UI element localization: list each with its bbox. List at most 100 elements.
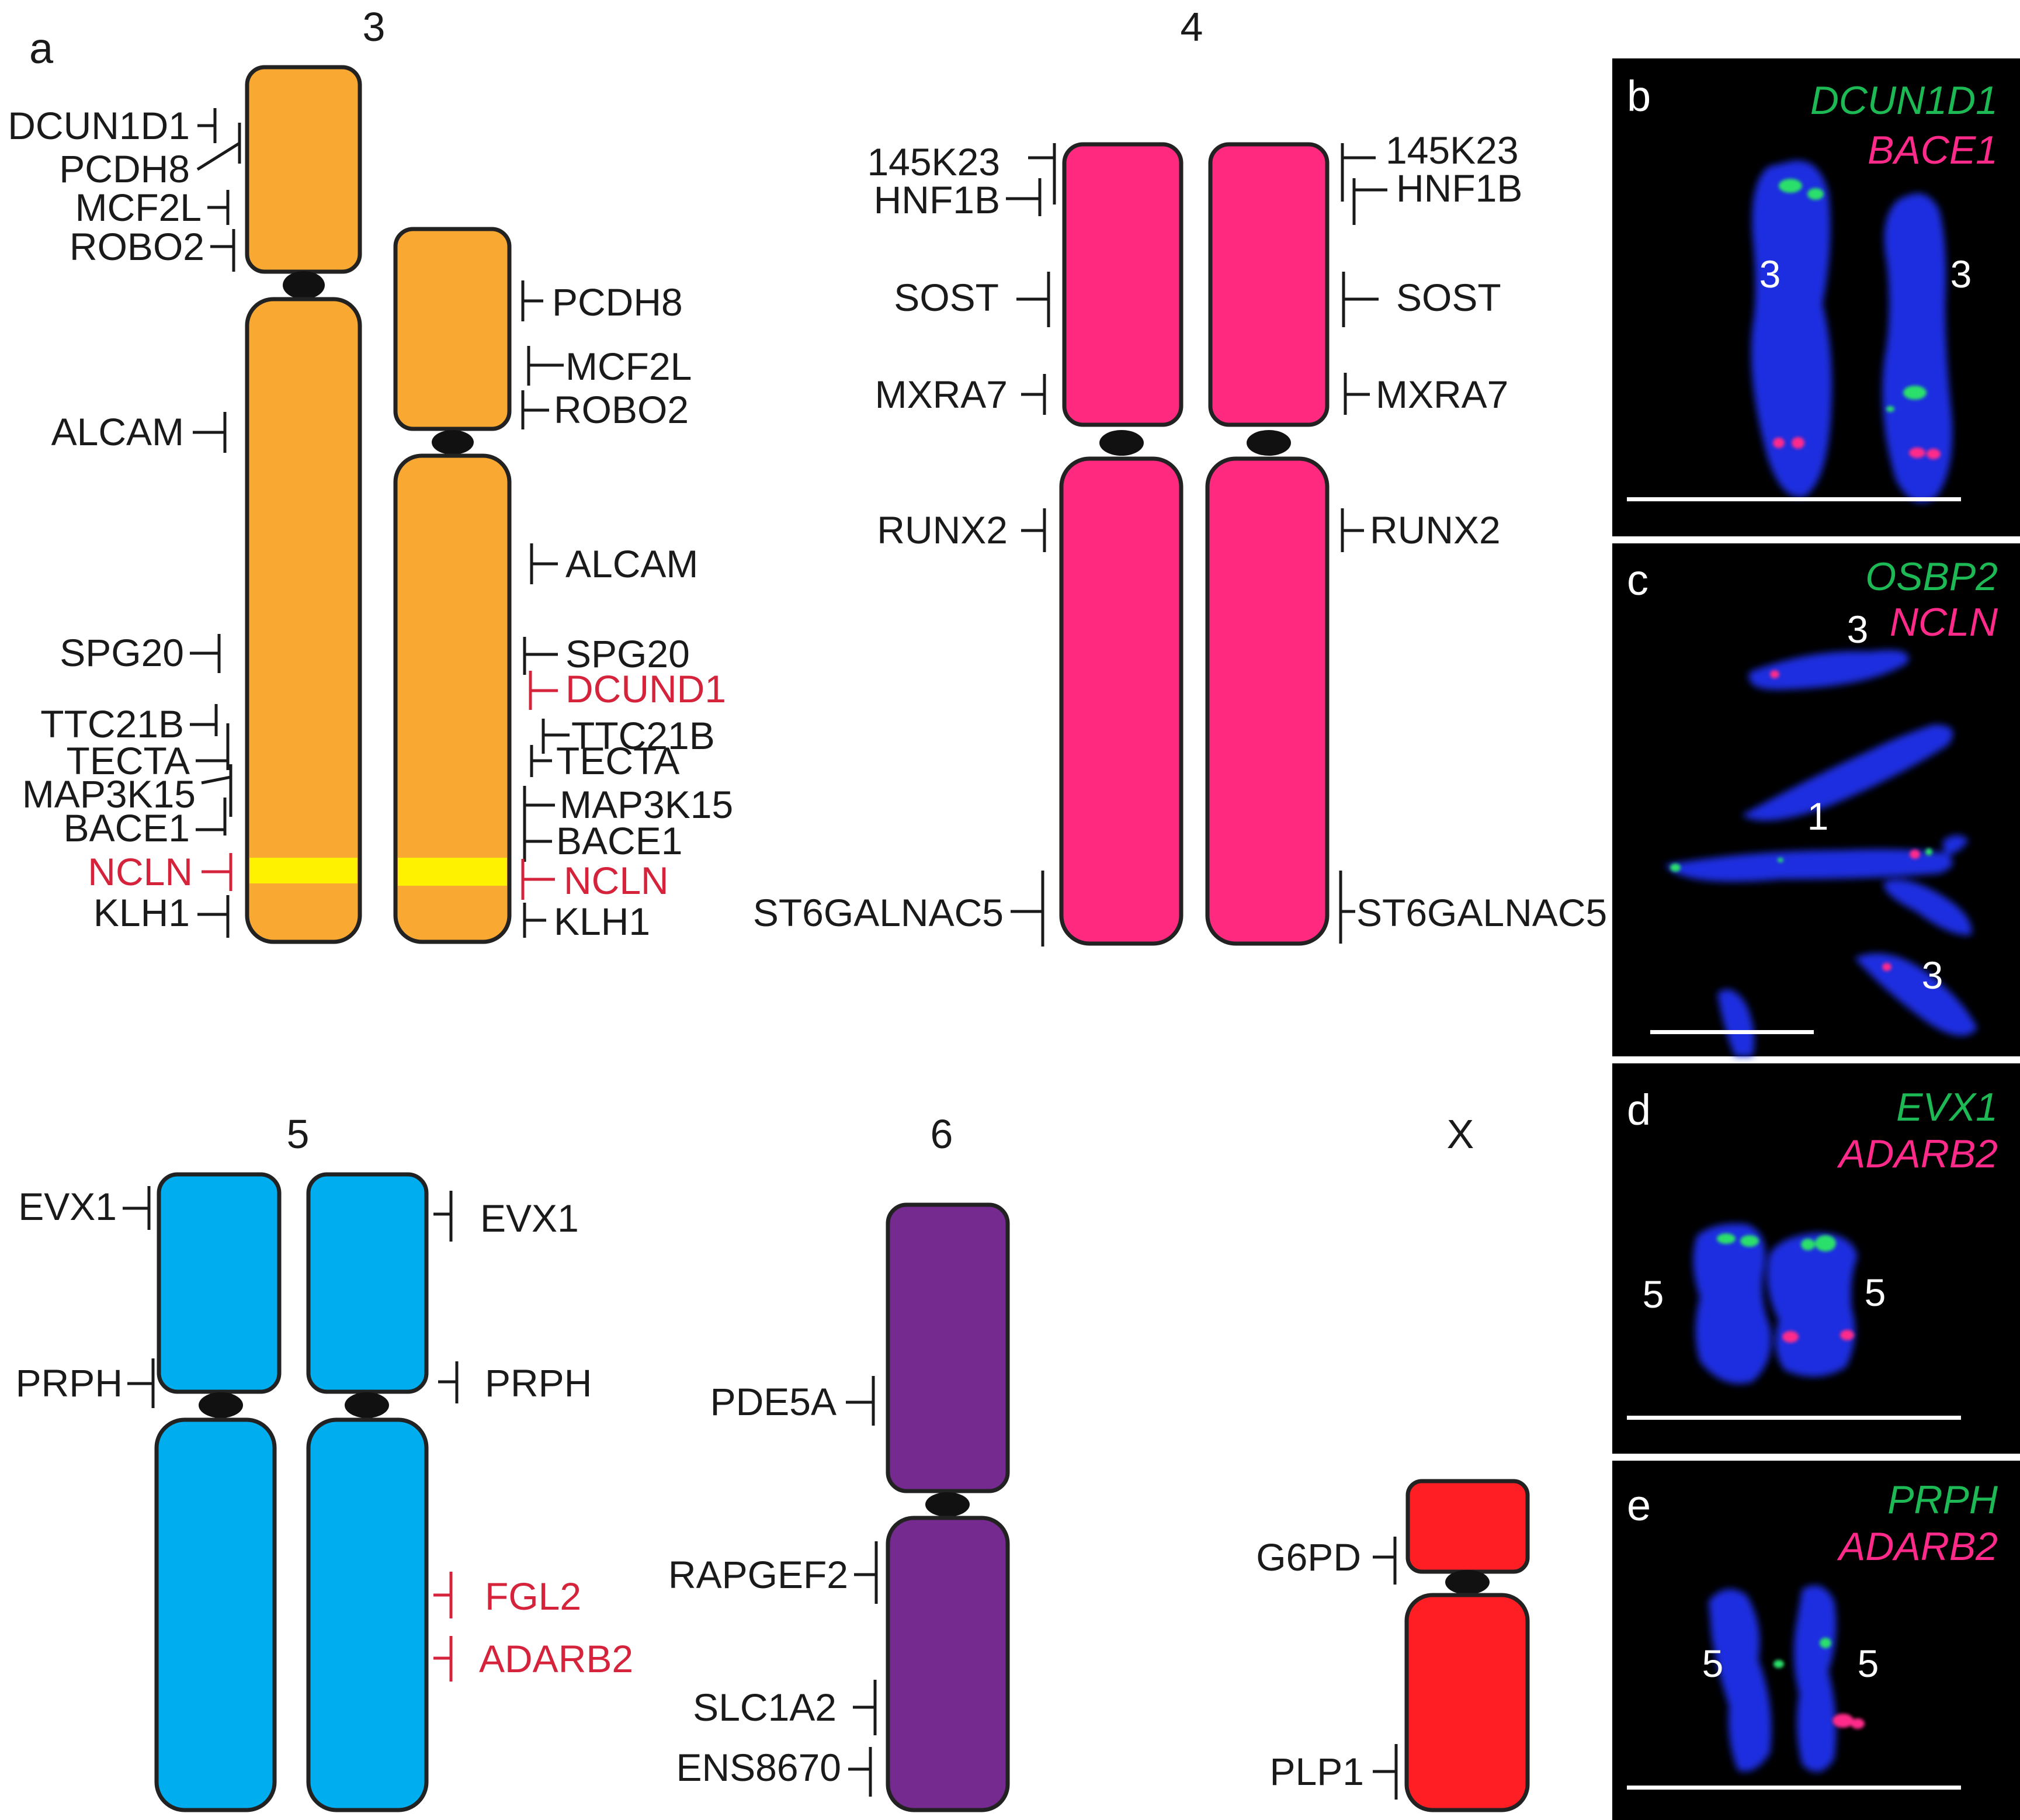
chr3-left-chromosome [245, 65, 362, 944]
chr6-q-arm [886, 1516, 1010, 1812]
fish-panel-e: e PRPH ADARB2 5 5 [1612, 1461, 2020, 1820]
fish-panel-b-letter: b [1627, 72, 1651, 120]
fish-e-green-probe: PRPH [1887, 1478, 1998, 1522]
gene-label: BACE1 [556, 819, 682, 862]
chr4-left-p-arm [1062, 142, 1183, 427]
fish-panel-d: d EVX1 ADARB2 5 5 [1612, 1063, 2020, 1454]
gene-label: SOST [894, 276, 999, 319]
gene-label: HNF1B [1396, 167, 1522, 210]
gene-label-highlighted: NCLN [88, 850, 193, 893]
fish-c-red-probe: NCLN [1890, 600, 1998, 644]
chr3-left-centromere [283, 271, 325, 299]
gene-label: ALCAM [51, 410, 184, 453]
gene-tick-highlighted [529, 671, 558, 710]
fish-e-chromosome-number: 5 [1858, 1642, 1879, 1685]
gene-label: PLP1 [1270, 1750, 1364, 1793]
fish-c-scale-bar [1650, 1030, 1814, 1034]
chrX-p-arm [1405, 1479, 1530, 1574]
gene-tick [197, 895, 230, 938]
fish-e-red-probe: ADARB2 [1837, 1524, 1998, 1569]
fish-c-green-probe: OSBP2 [1865, 554, 1998, 599]
fish-panel-c-letter: c [1627, 556, 1648, 604]
gene-tick [1339, 871, 1355, 944]
gene-label: PCDH8 [552, 280, 683, 324]
chr6-title: 6 [931, 1111, 953, 1157]
chr3-right-labels: PCDH8 MCF2L ROBO2 ALCAM SPG20 DCUND1 TTC… [521, 280, 733, 943]
gene-tick [530, 543, 558, 584]
chr4-right-chromosome [1205, 142, 1330, 946]
gene-tick [523, 903, 546, 938]
fish-b-scale-bar [1627, 497, 1961, 501]
gene-label: PRPH [485, 1361, 592, 1405]
fish-panel-b: b DCUN1D1 BACE1 3 3 [1612, 58, 2020, 536]
chromosome-4-group: 4 145K23 HNF1B SOST MXRA7 RUNX2 ST6GALNA… [753, 4, 1607, 947]
chr5-right-p-arm [306, 1172, 429, 1394]
fish-b-signals [1773, 179, 1941, 459]
chr5-right-q-arm [306, 1417, 429, 1812]
chr3-right-ncln-band [398, 858, 507, 886]
chr4-right-q-arm [1205, 456, 1330, 946]
gene-label: RUNX2 [1370, 508, 1501, 552]
fish-c-chromosome-number: 3 [1922, 954, 1943, 997]
gene-label: ST6GALNAC5 [1356, 891, 1607, 934]
gene-tick [523, 821, 552, 862]
fish-b-chromosome-number: 3 [1950, 252, 1972, 296]
fish-b-red-probe: BACE1 [1868, 128, 1998, 172]
gene-tick [201, 764, 232, 817]
gene-tick [196, 723, 230, 770]
chr3-title: 3 [363, 4, 386, 50]
gene-label: 145K23 [1386, 129, 1519, 172]
gene-tick [846, 1376, 875, 1426]
fish-b-chromosomes [1751, 160, 1953, 503]
chr4-left-q-arm [1059, 456, 1183, 946]
gene-label: PRPH [16, 1361, 123, 1405]
gene-tick [1373, 1537, 1397, 1585]
gene-tick [1341, 508, 1364, 552]
chr4-title: 4 [1181, 4, 1203, 50]
gene-label: TTC21B [571, 714, 715, 757]
gene-tick [1352, 178, 1387, 225]
gene-tick [1344, 373, 1370, 415]
gene-label-highlighted: DCUND1 [565, 667, 726, 710]
gene-tick [1021, 508, 1046, 552]
gene-label: ST6GALNAC5 [753, 891, 1004, 934]
gene-tick [196, 798, 227, 836]
gene-label: TECTA [67, 739, 190, 782]
fish-d-red-probe: ADARB2 [1837, 1132, 1998, 1176]
gene-label-highlighted: FGL2 [485, 1575, 581, 1618]
gene-label: MAP3K15 [22, 772, 196, 816]
gene-tick [1006, 178, 1042, 216]
gene-tick [521, 280, 543, 321]
gene-tick [854, 1541, 878, 1604]
gene-tick [190, 634, 221, 673]
gene-tick [210, 229, 235, 272]
fish-e-scale-bar [1627, 1786, 1961, 1790]
chr3-left-q-arm [245, 297, 362, 944]
gene-tick-highlighted [433, 1572, 453, 1618]
gene-label: BACE1 [64, 806, 190, 850]
gene-tick [1028, 143, 1056, 204]
gene-label: SLC1A2 [693, 1686, 837, 1729]
fish-panel-c: c OSBP2 NCLN 3 1 3 [1612, 543, 2020, 1056]
gene-label: KLH1 [554, 900, 650, 943]
fish-c-chromosomes [1665, 650, 1977, 1056]
chrX-labels: G6PD PLP1 [1256, 1535, 1398, 1800]
chr3-right-q-arm [393, 453, 512, 944]
gene-label: MXRA7 [1376, 373, 1508, 416]
gene-label: ENS8670 [676, 1746, 841, 1789]
chr5-right-centromere [345, 1392, 389, 1418]
gene-tick [1011, 871, 1044, 947]
fish-c-chromosome-number: 1 [1807, 795, 1829, 838]
gene-tick [196, 123, 241, 171]
gene-label: TECTA [556, 739, 679, 782]
fish-b-green-probe: DCUN1D1 [1810, 78, 1998, 123]
gene-label: ROBO2 [554, 388, 689, 431]
gene-tick [521, 390, 549, 429]
chr4-left-centromere [1099, 430, 1144, 456]
gene-label: PDE5A [710, 1380, 837, 1423]
chr3-right-chromosome [393, 227, 512, 944]
chrX-centromere [1445, 1570, 1490, 1594]
gene-tick [848, 1747, 872, 1797]
chr3-right-p-arm [393, 227, 512, 431]
gene-label: ALCAM [565, 542, 698, 585]
